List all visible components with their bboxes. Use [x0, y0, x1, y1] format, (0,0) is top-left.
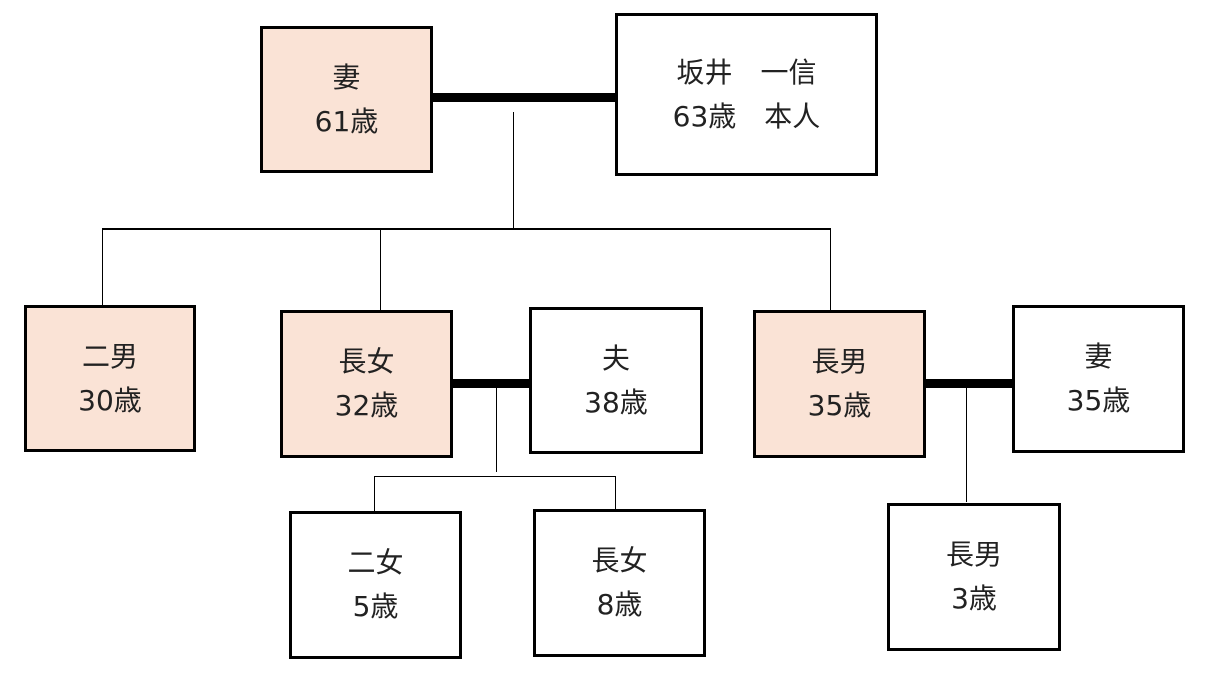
person-eldest-daughter-husband: 夫 38歳 [529, 307, 703, 454]
person-age: 5歳 [352, 590, 399, 623]
person-grandchild-second-daughter: 二女 5歳 [289, 511, 462, 659]
person-age: 32歳 [334, 389, 399, 422]
drop-line-eldest-daughter [380, 228, 381, 310]
person-age: 63歳 本人 [672, 99, 821, 133]
marriage-line-self [433, 93, 617, 102]
marriage-line-eldest-daughter [453, 379, 531, 388]
person-eldest-son-wife: 妻 35歳 [1012, 305, 1185, 453]
person-self: 坂井 一信 63歳 本人 [615, 13, 878, 176]
person-age: 3歳 [951, 582, 997, 615]
person-relation: 長女 [591, 544, 648, 577]
person-age: 35歳 [1066, 384, 1131, 417]
person-age: 30歳 [78, 383, 142, 417]
person-name: 坂井 一信 [676, 55, 817, 89]
person-age: 61歳 [314, 104, 379, 138]
person-relation: 二女 [347, 546, 404, 579]
person-age: 8歳 [596, 588, 643, 621]
person-relation: 二男 [81, 339, 138, 373]
person-relation: 長男 [811, 345, 868, 378]
person-second-son: 二男 30歳 [24, 305, 196, 452]
person-age: 38歳 [584, 385, 648, 419]
person-relation: 長女 [338, 345, 395, 378]
person-eldest-daughter: 長女 32歳 [280, 310, 453, 458]
person-eldest-son: 長男 35歳 [753, 310, 926, 458]
person-relation: 妻 [1084, 340, 1113, 373]
person-grandchild-eldest-daughter: 長女 8歳 [533, 509, 706, 657]
person-relation: 妻 [332, 60, 361, 94]
descent-line-eldest-daughter [496, 388, 497, 472]
person-wife: 妻 61歳 [260, 26, 433, 173]
person-age: 35歳 [807, 389, 872, 422]
grandchildren-bar [374, 476, 616, 477]
marriage-line-eldest-son [925, 379, 1015, 388]
drop-line-second-son [102, 228, 103, 305]
person-relation: 長男 [945, 538, 1002, 571]
descent-line-main-vertical [513, 112, 514, 228]
children-bar [102, 228, 831, 230]
person-grandchild-eldest-son: 長男 3歳 [887, 503, 1061, 651]
drop-line-eldest-son [830, 228, 831, 310]
drop-line-grandchild-eldest-daughter [615, 476, 616, 510]
drop-line-grandchild-second-daughter [374, 476, 375, 512]
person-relation: 夫 [601, 341, 630, 375]
descent-line-eldest-son [966, 388, 967, 502]
